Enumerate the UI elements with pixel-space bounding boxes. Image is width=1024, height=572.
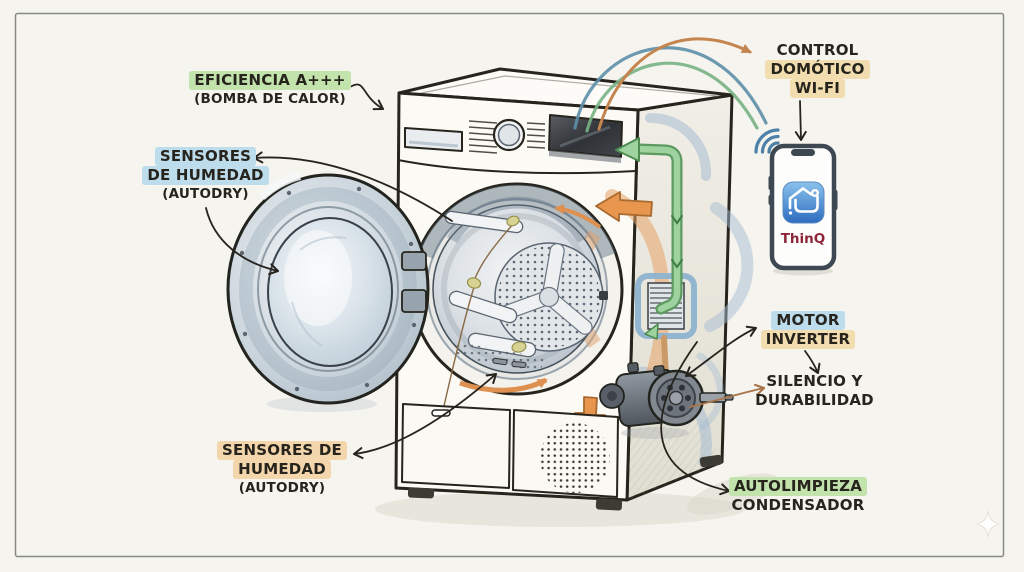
heat-exchanger [635, 273, 697, 381]
label-efficiency: EFICIENCIA A+++ (BOMBA DE CALOR) [150, 71, 390, 109]
glass-highlight [284, 230, 352, 326]
label-wifi-control-line2: DOMÓTICO [765, 60, 870, 79]
arrow-condenser [660, 341, 730, 496]
panel-vent-lines-left [468, 120, 498, 154]
door-latch [599, 291, 608, 300]
motor-hub [668, 390, 684, 406]
frame-border [14, 12, 1005, 558]
label-wifi-control: CONTROL DOMÓTICO WI-FI [745, 41, 890, 98]
display-glare [559, 125, 611, 148]
label-humidity-sensors-bottom: SENSORES DE HUMEDAD (AUTODRY) [196, 441, 368, 498]
label-silence-line1: SILENCIO Y [766, 372, 863, 390]
humidity-sensor [506, 215, 520, 227]
control-strip [404, 114, 623, 163]
green-arrow-to-display [615, 137, 640, 162]
label-inverter-motor: MOTOR INVERTER [742, 311, 874, 349]
green-arrow-to-condenser [644, 323, 659, 340]
arrow-to-silence [689, 383, 766, 408]
airflow-arrow-into-drum [595, 191, 653, 222]
detergent-drawer [404, 127, 463, 152]
drawer-shading [408, 140, 459, 148]
arrow-to-door-glass [205, 207, 279, 276]
door [226, 172, 430, 405]
label-silence: SILENCIO Y DURABILIDAD [737, 372, 892, 410]
bottom-panels [401, 403, 619, 498]
arc-orange [597, 37, 752, 131]
drum-top-shading [418, 184, 616, 259]
label-humidity-sensors-top-line3: (AUTODRY) [162, 186, 249, 202]
drum-paddle [448, 290, 518, 324]
label-efficiency-line1: EFICIENCIA A+++ [189, 71, 351, 90]
label-humidity-sensors-bottom-line2: HUMEDAD [233, 460, 331, 479]
label-inverter-motor-line1: MOTOR [771, 311, 845, 330]
arc-green [585, 61, 759, 133]
thinq-house-glyph [788, 187, 820, 215]
panel-vent-lines-right [526, 122, 546, 149]
label-humidity-sensors-bottom-line1: SENSORES DE [217, 441, 347, 460]
label-silence-line2: DURABILIDAD [755, 391, 874, 409]
label-humidity-sensors-bottom-line3: (AUTODRY) [238, 480, 326, 496]
annotation-arrows [205, 83, 821, 496]
label-humidity-sensors-top: SENSORES DE HUMEDAD (AUTODRY) [118, 147, 293, 204]
drum-opening [410, 182, 624, 407]
label-humidity-sensors-top-line1: SENSORES [154, 147, 257, 166]
sparkle-icon [975, 510, 1001, 538]
green-air-duct [615, 137, 683, 340]
arrow-sensors-bottom [353, 373, 497, 460]
label-condenser: AUTOLIMPIEZA CONDENSADOR [712, 477, 884, 515]
arrow-sensors-top [252, 151, 453, 222]
arrow-motor [685, 325, 757, 377]
label-wifi-control-line3: WI-FI [789, 79, 846, 98]
motor-shadow [621, 427, 689, 439]
display-ledge [549, 150, 621, 163]
control-panel-divider [397, 159, 637, 175]
smartphone: ThinQ [768, 143, 838, 276]
bottom-panel-left [401, 403, 511, 489]
moisture-sensor-bars [492, 357, 527, 369]
arrow-control-to-phone [794, 100, 807, 141]
thinq-app-name: ThinQ [781, 231, 826, 247]
airflow-arrow-drum-top [554, 204, 602, 229]
program-knob-inner [497, 123, 521, 147]
humidity-sensor [511, 341, 527, 353]
label-wifi-control-line1: CONTROL [776, 41, 859, 59]
side-shading [627, 416, 722, 500]
label-humidity-sensors-top-line2: DE HUMEDAD [142, 166, 269, 185]
door-ring-highlight [259, 172, 302, 201]
glass-streaks [291, 236, 347, 347]
label-condenser-line1: AUTOLIMPIEZA [728, 477, 868, 496]
label-inverter-motor-line2: INVERTER [760, 330, 856, 349]
condenser-grille [540, 423, 610, 493]
machine-feet [407, 454, 723, 511]
humidity-sensors [466, 215, 527, 353]
label-efficiency-line2: (BOMBA DE CALOR) [194, 91, 346, 107]
phone-notch [791, 149, 815, 156]
arrow-motor-to-silence [804, 350, 821, 374]
connectivity-arcs [573, 37, 768, 133]
label-condenser-line2: CONDENSADOR [731, 496, 865, 514]
top-panel-rim [411, 75, 719, 97]
door-hinges [401, 251, 427, 313]
humidity-sensor [466, 277, 482, 289]
arrow-efficiency [349, 83, 384, 111]
drum-hub [538, 286, 560, 308]
thinq-app-icon [782, 181, 825, 224]
